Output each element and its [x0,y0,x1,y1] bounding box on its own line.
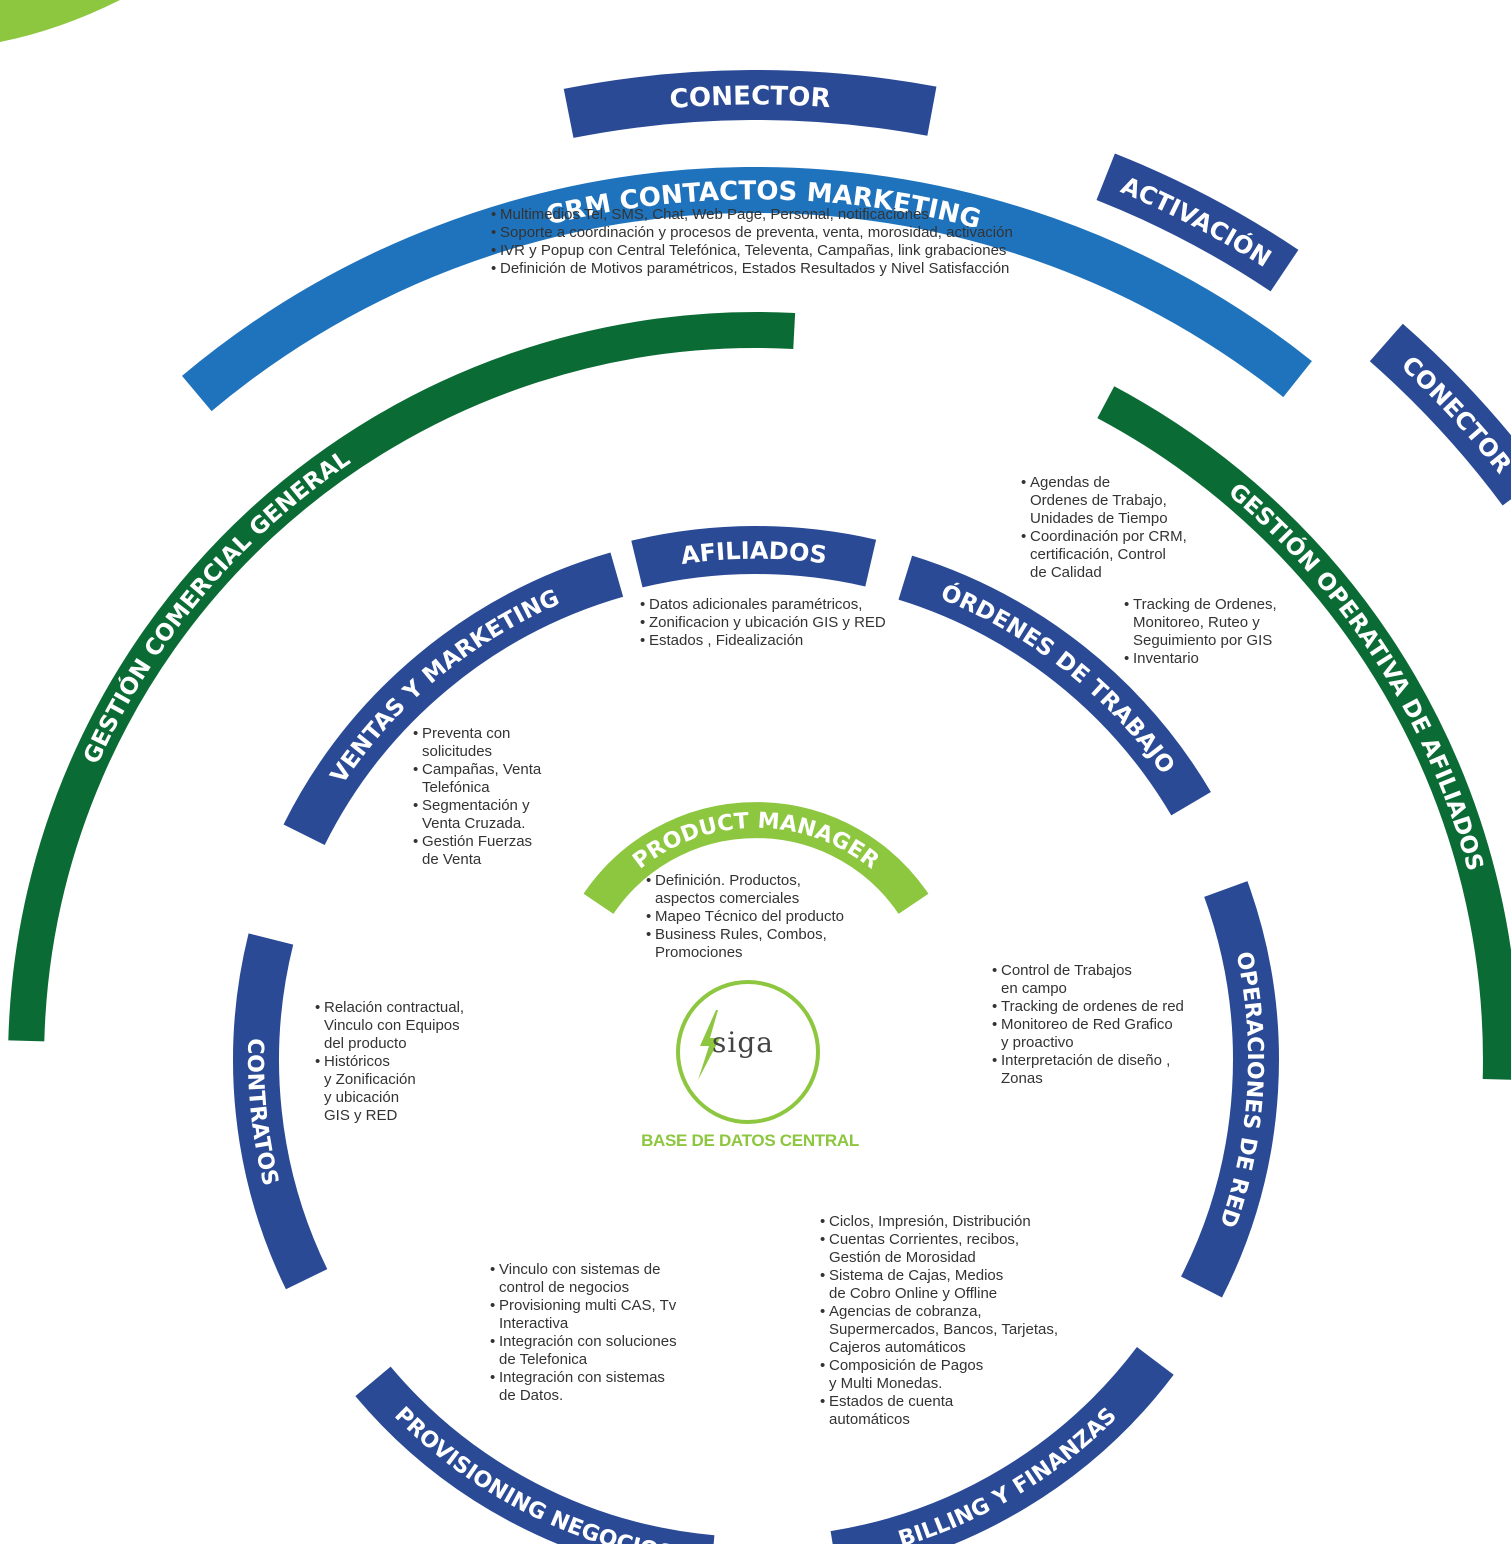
crm-bullets: Multimedios Tel, SMS, Chat, Web Page, Pe… [491,206,1091,278]
bullet-item: Estados , Fidealización [640,632,940,650]
siga-logo: siga [676,980,820,1124]
product-manager-arc [583,802,929,915]
bullet-item: Interpretación de diseño , Zonas [992,1052,1212,1088]
gestion-comercial-label-text: GESTIÓN COMERCIAL GENERAL [79,446,355,768]
crm-arc [182,166,1312,412]
center-caption: BASE DE DATOS CENTRAL [641,1131,859,1150]
bullet-item: Provisioning multi CAS, Tv Interactiva [490,1297,720,1333]
ventas-arc [283,552,624,845]
bullet-item: Agencias de cobranza, Supermercados, Ban… [820,1303,1100,1357]
bullet-item: Inventario [1124,650,1304,668]
lightning-bolt-icon [698,1010,720,1080]
bullet-item: Vinculo con sistemas de control de negoc… [490,1261,720,1297]
conector-right-label-text: CONECTOR [1396,351,1511,479]
afiliados-label: AFILIADOS [679,537,828,570]
gestion-operativa-bullets-a: Agendas de Ordenes de Trabajo, Unidades … [1021,474,1221,582]
bullet-item: Sistema de Cajas, Medios de Cobro Online… [820,1267,1100,1303]
conector-top-arc [563,70,937,138]
product-manager-label-text: PRODUCT MANAGER [629,809,884,875]
conector-right-label: CONECTOR [1396,351,1511,479]
operaciones-bullets: Control de Trabajos en campoTracking de … [992,962,1212,1088]
bullet-item: Cuentas Corrientes, recibos, Gestión de … [820,1231,1100,1267]
bullet-item: Mapeo Técnico del producto [646,908,886,926]
bullet-item: Soporte a coordinación y procesos de pre… [491,224,1091,242]
bullet-item: Gestión Fuerzas de Venta [413,833,573,869]
gestion-comercial-label: GESTIÓN COMERCIAL GENERAL [79,446,355,768]
bullet-item: IVR y Popup con Central Telefónica, Tele… [491,242,1091,260]
bullet-item: Segmentación y Venta Cruzada. [413,797,573,833]
contratos-arc [233,933,328,1290]
operaciones-arc [1181,881,1279,1298]
provisioning-arc [355,1366,715,1544]
billing-arc [830,1347,1174,1544]
bullet-item: Campañas, Venta Telefónica [413,761,573,797]
product-manager-label: PRODUCT MANAGER [629,809,884,875]
conector-top-label-text: CONECTOR [669,81,832,115]
bullet-item: Relación contractual, Vinculo con Equipo… [315,999,495,1053]
bullet-item: Tracking de Ordenes, Monitoreo, Ruteo y … [1124,596,1304,650]
logo-text: siga [712,1026,774,1059]
ventas-bullets: Preventa con solicitudesCampañas, Venta … [413,725,573,869]
bullet-item: Monitoreo de Red Grafico y proactivo [992,1016,1212,1052]
gestion-comercial-arc [8,312,796,1042]
afiliados-bullets: Datos adicionales paramétricos,Zonificac… [640,596,940,650]
conector-right-arc [1369,323,1511,506]
bullet-item: Integración con soluciones de Telefonica [490,1333,720,1369]
bullet-item: Históricos y Zonificación y ubicación GI… [315,1053,495,1125]
bullet-item: Datos adicionales paramétricos, [640,596,940,614]
billing-bullets: Ciclos, Impresión, DistribuciónCuentas C… [820,1213,1100,1429]
gestion-operativa-bullets-b: Tracking de Ordenes, Monitoreo, Ruteo y … [1124,596,1304,668]
provisioning-bullets: Vinculo con sistemas de control de negoc… [490,1261,720,1405]
bullet-item: Tracking de ordenes de red [992,998,1212,1016]
bullet-item: Agendas de Ordenes de Trabajo, Unidades … [1021,474,1221,528]
bullet-item: Definición de Motivos paramétricos, Esta… [491,260,1091,278]
conector-top-label: CONECTOR [669,81,832,115]
product-manager-bullets: Definición. Productos, aspectos comercia… [646,872,886,962]
activacion-arc [1096,153,1299,292]
bullet-item: Integración con sistemas de Datos. [490,1369,720,1405]
ordenes-arc [898,555,1211,816]
bullet-item: Business Rules, Combos, Promociones [646,926,886,962]
bullet-item: Multimedios Tel, SMS, Chat, Web Page, Pe… [491,206,1091,224]
bullet-item: Coordinación por CRM, certificación, Con… [1021,528,1221,582]
bullet-item: Estados de cuenta automáticos [820,1393,1100,1429]
bullet-item: Composición de Pagos y Multi Monedas. [820,1357,1100,1393]
corner-swoosh [0,0,120,42]
bullet-item: Preventa con solicitudes [413,725,573,761]
contratos-bullets: Relación contractual, Vinculo con Equipo… [315,999,495,1125]
bullet-item: Ciclos, Impresión, Distribución [820,1213,1100,1231]
afiliados-label-text: AFILIADOS [679,537,828,570]
bullet-item: Zonificacion y ubicación GIS y RED [640,614,940,632]
bullet-item: Definición. Productos, aspectos comercia… [646,872,886,908]
bullet-item: Control de Trabajos en campo [992,962,1212,998]
afiliados-arc [631,526,877,588]
gestion-operativa-arc [1097,386,1511,1080]
